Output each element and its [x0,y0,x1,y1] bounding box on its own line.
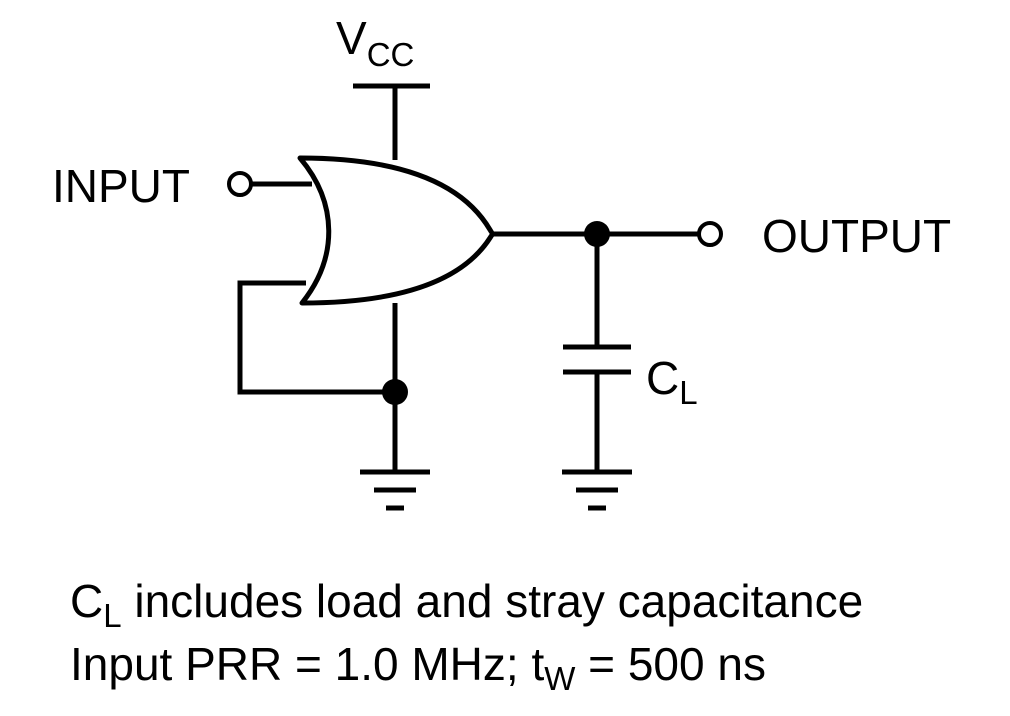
feedback-wire [237,280,395,395]
or-gate [297,155,496,306]
input-terminal [227,171,253,197]
ground-symbol-right [562,469,632,511]
ground-symbol-left [360,469,430,511]
junction-dot-ground [382,379,408,405]
input-label: INPUT [52,160,190,212]
output-label: OUTPUT [762,210,951,262]
output-terminal [697,221,723,247]
vcc-label: VCC [336,12,414,73]
note-line-2: Input PRR = 1.0 MHz; tW = 500 ns [70,638,766,697]
cl-label: CL [646,352,698,411]
note-line-1: CL includes load and stray capacitance [70,575,863,634]
